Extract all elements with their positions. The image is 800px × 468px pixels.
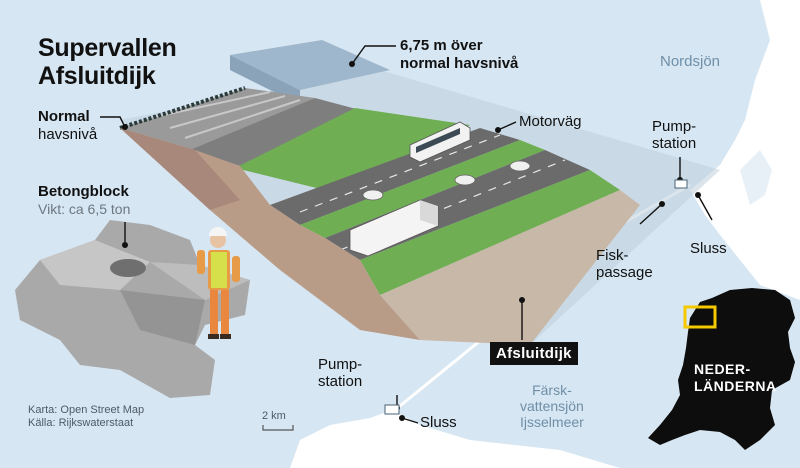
source-credits: Karta: Open Street Map Källa: Rijkswater…: [28, 404, 144, 430]
map-source: Karta: Open Street Map: [28, 404, 145, 416]
block-title: Betongblock: [38, 183, 129, 200]
map-land-north-holland: [290, 410, 620, 468]
revetment-blocks: [120, 88, 315, 150]
data-source: Källa: Rijkswaterstaat: [28, 417, 134, 429]
afsluitdijk-tag: Afsluitdijk: [490, 342, 578, 365]
leader-sluss-top: [697, 194, 713, 221]
leader-motorway: [497, 121, 517, 131]
lake-line-1: Färsk-: [532, 382, 572, 398]
concrete-block-label: Betongblock Vikt: ca 6,5 ton: [38, 183, 130, 217]
leader-fish: [639, 203, 663, 225]
fish-line-2: passage: [596, 264, 653, 281]
scale-bar: [262, 425, 294, 431]
normal-line-1: Normal: [38, 108, 90, 125]
grass-lower: [360, 170, 620, 295]
fish-passage-label: Fisk- passage: [596, 247, 653, 281]
motorway-label: Motorväg: [519, 113, 582, 130]
title-line-2: Afsluitdijk: [38, 62, 156, 90]
motorway-lane-1: [270, 128, 520, 225]
leader-normal: [100, 116, 126, 128]
netherlands-map: [648, 288, 795, 450]
pump-bottom-line-2: station: [318, 373, 363, 390]
pump-station-top-label: Pump- station: [652, 118, 696, 152]
map-land-friesland: [690, 0, 800, 300]
title-line-1: Supervallen: [38, 34, 177, 62]
lake-line-3: Ijsselmeer: [520, 414, 584, 430]
pump-station-bottom-label: Pump- station: [318, 356, 362, 390]
pump-top-line-1: Pump-: [652, 118, 697, 135]
car-3: [509, 160, 531, 172]
normal-sea-level-label: Normal havsnivå: [38, 108, 97, 144]
country-label: NEDER- LÄNDERNA: [694, 361, 777, 395]
sluice-top-label: Sluss: [690, 240, 727, 257]
pump-bottom-line-1: Pump-: [318, 356, 363, 373]
truck: [349, 199, 439, 257]
lake-label: Färsk- vattensjön Ijsselmeer: [520, 382, 584, 430]
block-weight: Vikt: ca 6,5 ton: [38, 201, 131, 217]
pump-marker-bottom: [384, 404, 400, 415]
pump-marker-top: [674, 179, 688, 189]
lake-line-2: vattensjön: [520, 398, 584, 414]
bus: [409, 121, 471, 163]
height-label: 6,75 m över normal havsnivå: [400, 37, 518, 73]
location-marker: [683, 305, 717, 329]
country-line-1: NEDER-: [694, 361, 751, 377]
leader-height: [351, 45, 396, 65]
north-sea-label: Nordsjön: [660, 53, 721, 70]
pump-top-line-2: station: [652, 135, 697, 152]
country-line-2: LÄNDERNA: [694, 378, 777, 394]
crest-road: [190, 98, 360, 166]
sea-water-block: [230, 40, 390, 90]
worker: [197, 227, 240, 339]
sluice-bottom-label: Sluss: [420, 414, 457, 431]
car-1: [362, 189, 384, 201]
height-line-1: 6,75 m över: [400, 37, 483, 54]
fish-line-1: Fisk-: [596, 247, 629, 264]
page-title: Supervallen Afsluitdijk: [38, 34, 177, 90]
car-2: [454, 174, 476, 186]
scale-label: 2 km: [262, 410, 286, 422]
normal-line-2: havsnivå: [38, 126, 98, 143]
dike-front-face: [380, 190, 640, 345]
height-line-2: normal havsnivå: [400, 55, 519, 72]
grass-upper: [235, 108, 470, 195]
map-land-coast-detail: [740, 150, 772, 205]
concrete-block: [15, 220, 250, 398]
